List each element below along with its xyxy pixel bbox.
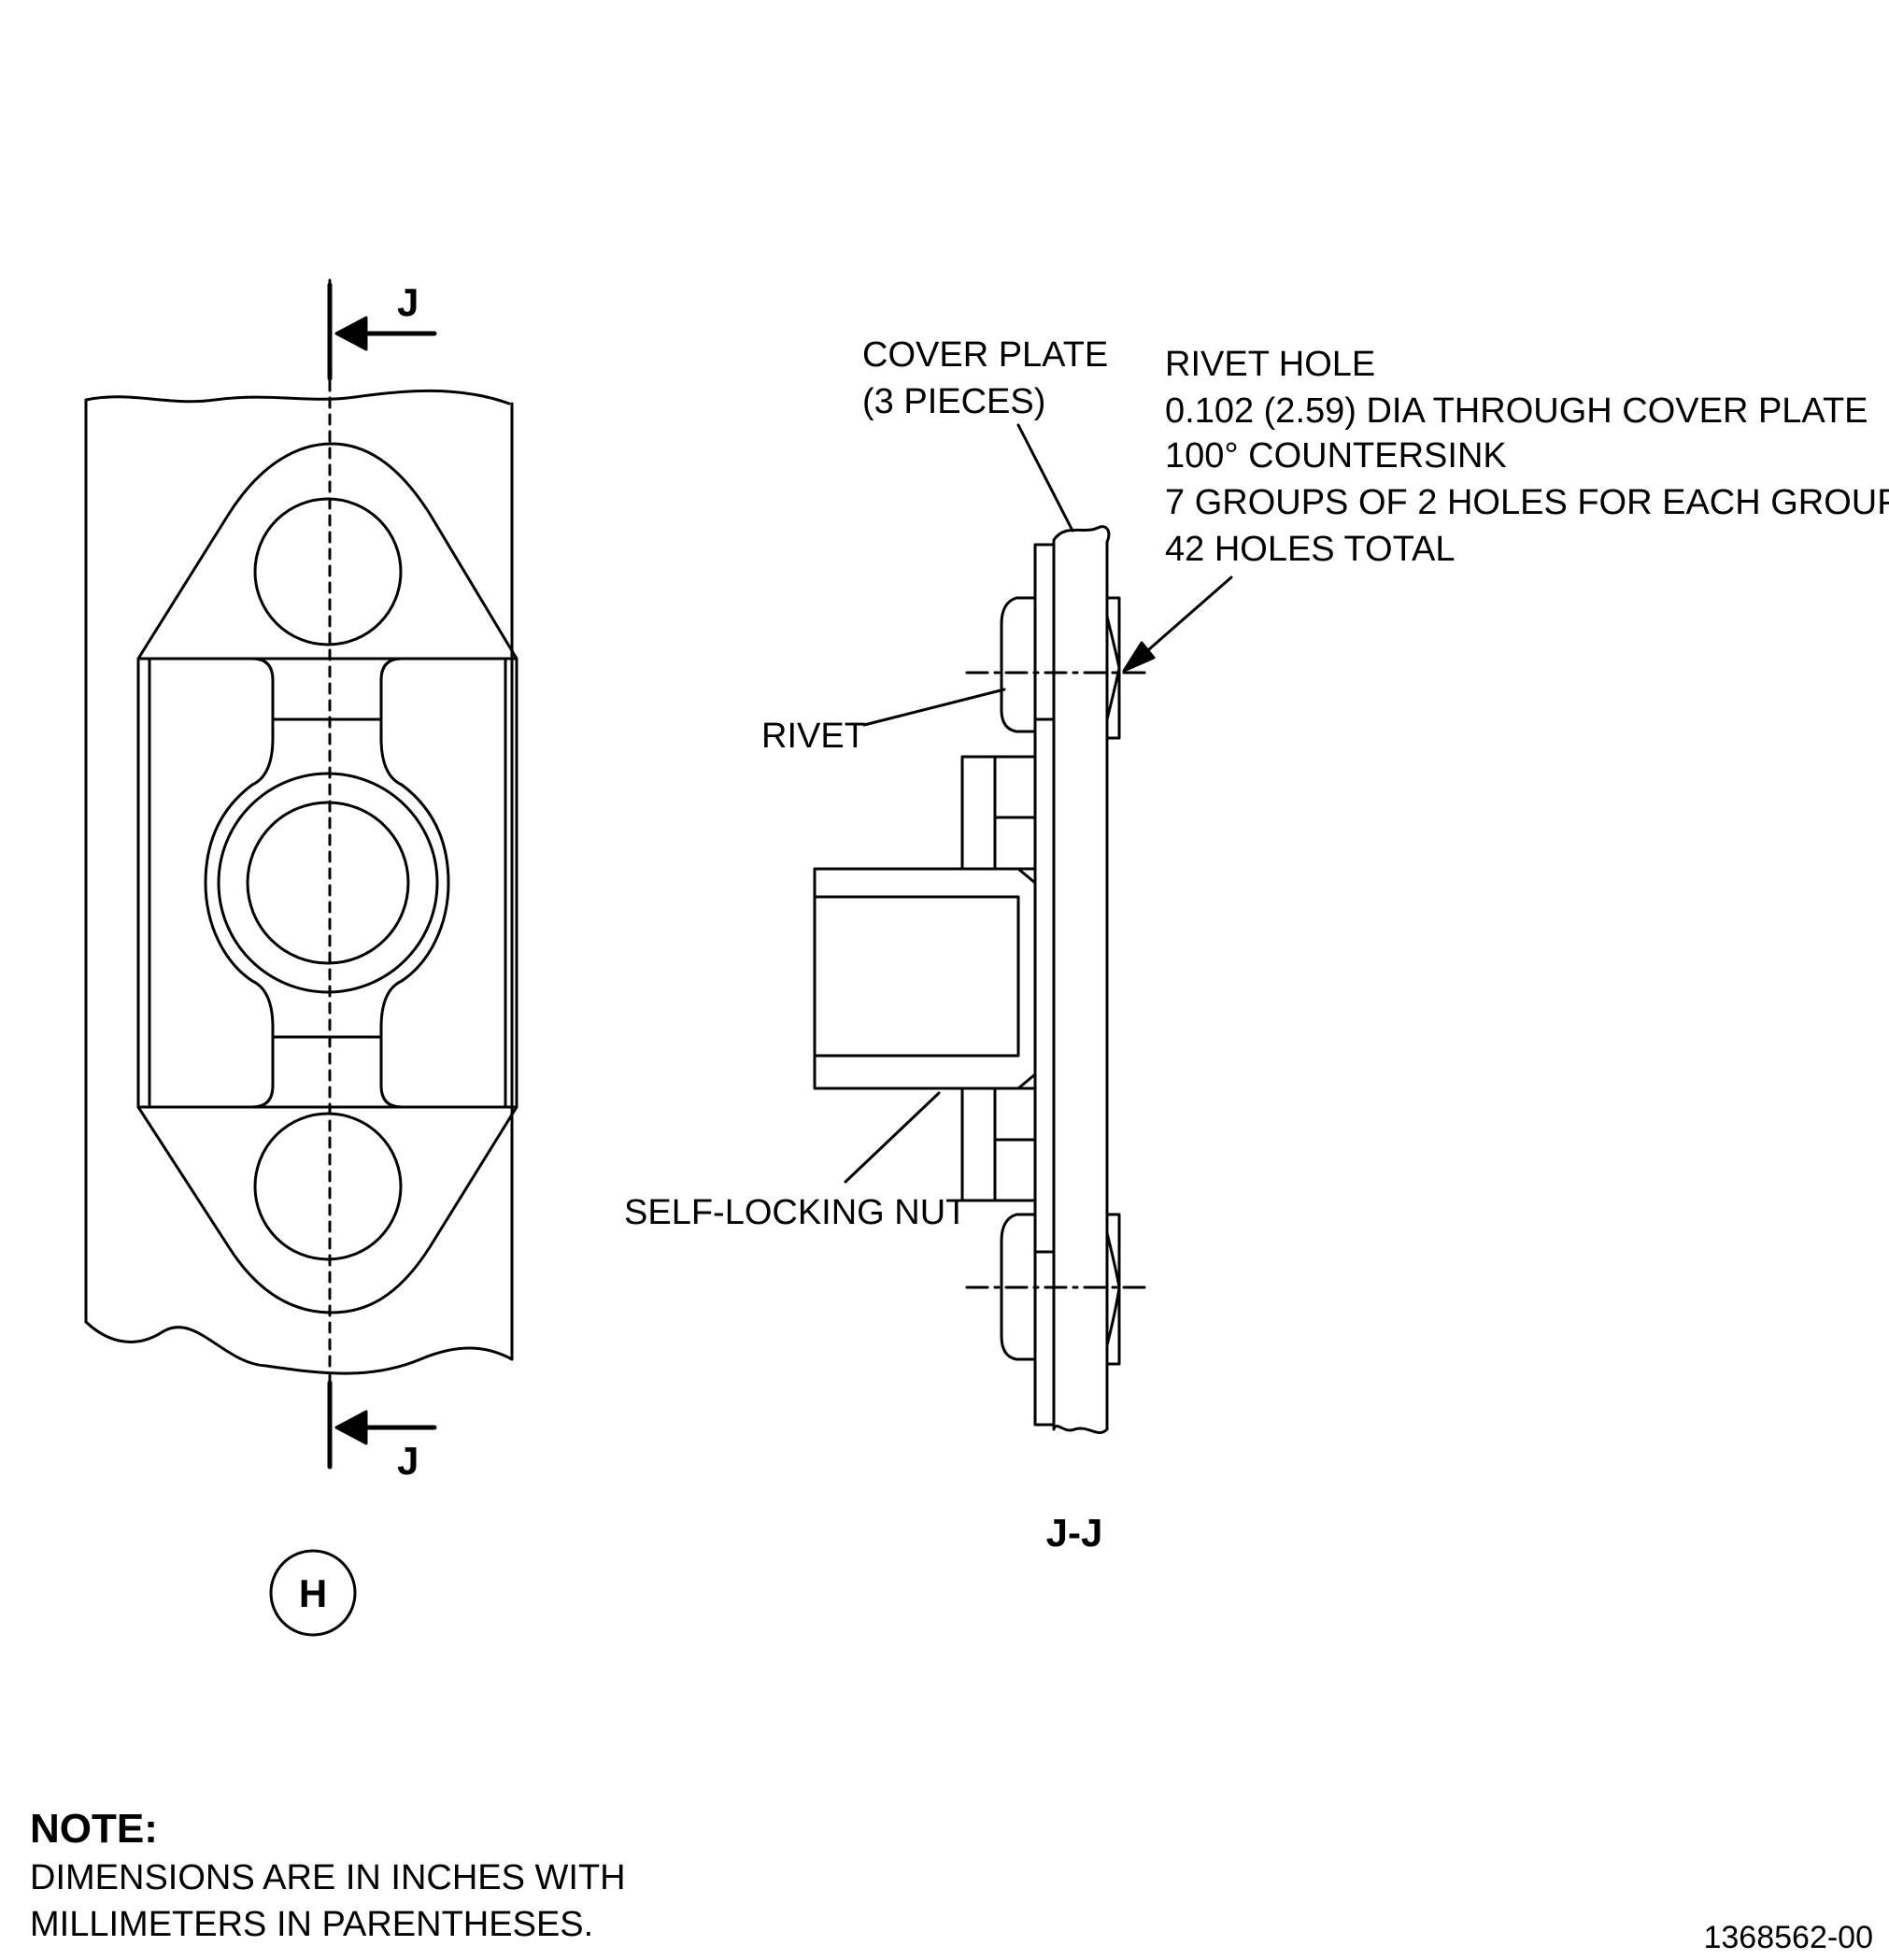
- cover-plate-label-2: (3 PIECES): [862, 382, 1045, 421]
- nut-label: SELF-LOCKING NUT: [624, 1193, 967, 1232]
- leader-rivet: [862, 688, 1006, 727]
- section-rivet-bottom: [1000, 1213, 1121, 1366]
- nut-housing: [204, 783, 450, 983]
- rivet-hole-bottom: [253, 1112, 403, 1261]
- leader-cover-plate: [1016, 423, 1074, 533]
- detail-label: H: [299, 1571, 327, 1615]
- note-line-2: MILLIMETERS IN PARENTHESES.: [30, 1905, 593, 1944]
- rivet-hole-label-1: RIVET HOLE: [1165, 345, 1375, 384]
- nut-inner-ring: [246, 801, 410, 965]
- nutplate-outline: [136, 442, 518, 1314]
- nutplate-band: [136, 657, 518, 1109]
- note-line-1: DIMENSIONS ARE IN INCHES WITH: [30, 1858, 626, 1897]
- leader-rivet-hole-arrowhead: [1122, 641, 1156, 673]
- section-nut-boss-bottom: [960, 1087, 1037, 1202]
- section-letter-bottom: J: [397, 1439, 419, 1483]
- section-nut-boss-top: [960, 755, 1037, 871]
- rivet-hole-label-3: 100° COUNTERSINK: [1165, 436, 1507, 476]
- rivet-hole-label-5: 42 HOLES TOTAL: [1165, 530, 1455, 569]
- nut-cage-bridges: [271, 717, 383, 1039]
- rivet-hole-label-4: 7 GROUPS OF 2 HOLES FOR EACH GROUP: [1165, 483, 1889, 522]
- rivet-hole-label-2: 0.102 (2.59) DIA THROUGH COVER PLATE: [1165, 391, 1868, 431]
- section-arrow-bottom-head: [334, 1410, 368, 1445]
- section-cover-plate: [1033, 543, 1056, 1427]
- rivet-hole-top: [253, 497, 403, 646]
- cover-plate-label-1: COVER PLATE: [862, 335, 1108, 375]
- note-heading: NOTE:: [30, 1806, 158, 1852]
- leader-nut: [844, 1091, 941, 1184]
- section-arrow-top-head: [334, 316, 368, 351]
- leader-rivet-hole: [1140, 575, 1233, 658]
- section-nut-body: [813, 867, 1037, 1090]
- rivet-label: RIVET: [761, 717, 866, 756]
- figure-id: 1368562-00: [1703, 1920, 1873, 1955]
- section-letter-top: J: [397, 280, 419, 324]
- section-jj-view: [813, 423, 1233, 1435]
- section-rivet-top: [1000, 596, 1121, 740]
- detail-h-view: [84, 278, 518, 1637]
- detail-bubble: [269, 1549, 357, 1637]
- nut-outer-ring: [217, 772, 439, 994]
- section-title: J-J: [1046, 1511, 1103, 1555]
- section-structure: [1052, 525, 1111, 1435]
- section-nut-flange: [1033, 717, 1056, 1254]
- nut-cage-right: [379, 657, 502, 1109]
- structure-plate: [84, 389, 514, 1375]
- nut-cage-left: [152, 657, 275, 1109]
